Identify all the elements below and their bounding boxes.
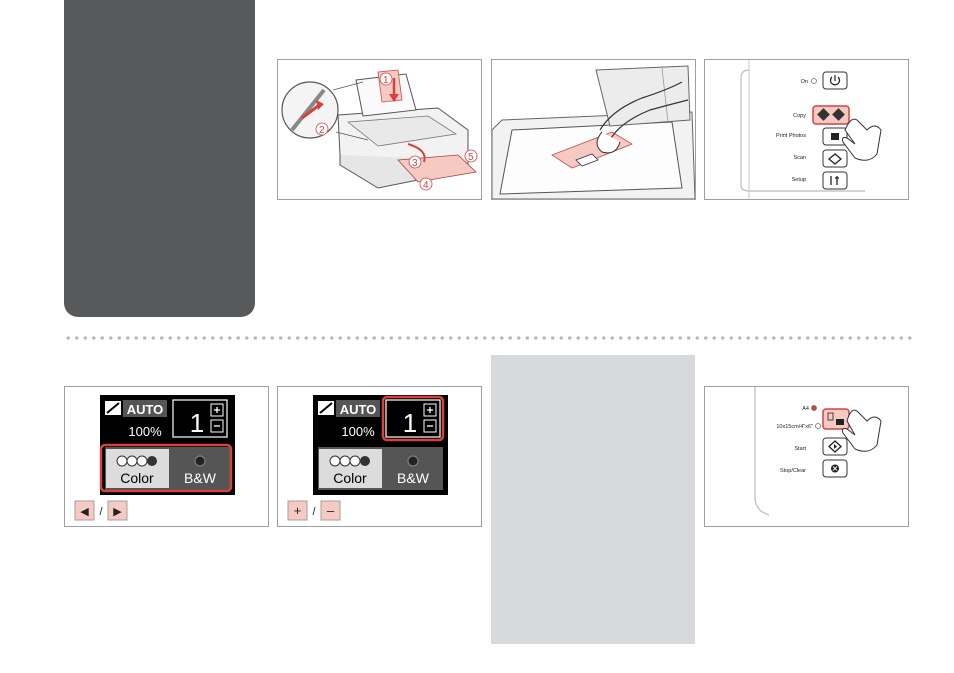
callout-3: 3 (412, 158, 418, 169)
svg-text:/: / (99, 506, 103, 518)
setup-button (823, 172, 847, 189)
callout-5: 5 (468, 152, 474, 163)
section-tab (64, 0, 255, 317)
place-original-illustration (491, 59, 696, 200)
photo-size-label: 10x15cm/4"x6" (776, 424, 813, 430)
stop-clear-label: Stop/Clear (780, 468, 806, 474)
zoom-label: 100% (341, 424, 375, 439)
on-label: On (801, 79, 808, 85)
bw-option: B&W (397, 470, 430, 486)
svg-text:+: + (294, 503, 302, 518)
setup-label: Setup (792, 177, 806, 183)
color-option: Color (333, 470, 367, 486)
callout-2: 2 (319, 125, 325, 136)
bw-option: B&W (184, 470, 217, 486)
callout-1: 1 (383, 75, 389, 86)
copies-value: 1 (403, 408, 417, 438)
copy-label: Copy (793, 113, 806, 119)
note-box (491, 355, 695, 644)
section-divider (64, 336, 912, 340)
start-panel-illustration: A4 10x15cm/4"x6" Start Stop/Clear (704, 386, 909, 527)
svg-text:/: / (312, 506, 316, 518)
copies-value: 1 (190, 408, 204, 438)
auto-label: AUTO (340, 402, 377, 417)
a4-label: A4 (802, 406, 809, 412)
print-photos-label: Print Photos (776, 133, 806, 139)
svg-text:–: – (327, 503, 335, 518)
control-panel-illustration: On Copy Print Photos Scan Setup (704, 59, 909, 200)
color-option: Color (120, 470, 154, 486)
lcd-copies-select: AUTO 100% 1 Color B&W + / – (277, 386, 482, 527)
callout-4: 4 (423, 180, 429, 191)
zoom-label: 100% (128, 424, 162, 439)
auto-label: AUTO (127, 402, 164, 417)
scan-label: Scan (793, 155, 806, 161)
start-label: Start (794, 446, 806, 452)
lcd-color-select: AUTO 100% 1 Color B&W ◀ / ▶ (64, 386, 269, 527)
svg-text:▶: ▶ (113, 506, 122, 518)
svg-text:◀: ◀ (80, 506, 89, 518)
load-paper-illustration: 1 2 3 4 5 (277, 59, 482, 200)
